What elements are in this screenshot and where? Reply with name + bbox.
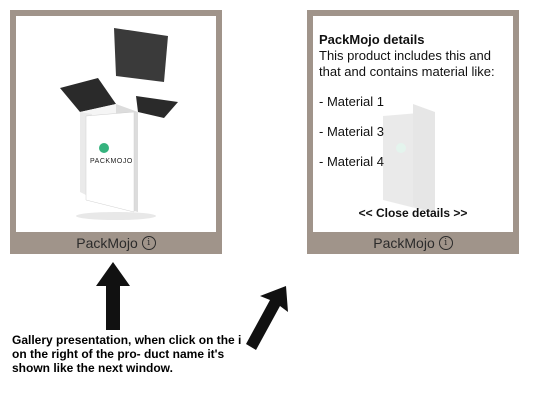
logo-icon	[99, 143, 109, 153]
product-name-row: PackMojo i	[307, 232, 519, 254]
product-box-image	[60, 28, 178, 220]
caption-text: Gallery presentation, when click on the …	[12, 333, 242, 375]
gallery-card-right-details: PackMojo details This product includes t…	[307, 10, 519, 254]
arrow-diagonal-icon	[246, 286, 288, 350]
arrow-up-icon	[96, 262, 130, 330]
details-title: PackMojo details	[319, 32, 425, 47]
info-circle-icon[interactable]: i	[141, 236, 156, 250]
faded-product-image	[383, 104, 435, 212]
product-name: PackMojo	[373, 235, 435, 251]
material-item: - Material 3	[319, 124, 385, 139]
info-circle-icon[interactable]: i	[438, 236, 453, 250]
product-image-area: PACKMOJO	[16, 16, 216, 232]
gallery-card-left[interactable]: PACKMOJO PackMojo i	[10, 10, 222, 254]
material-item: - Material 4	[319, 154, 385, 169]
details-panel: PackMojo details This product includes t…	[313, 16, 513, 232]
material-item: - Material 1	[319, 94, 385, 109]
close-details-link[interactable]: << Close details >>	[358, 206, 468, 220]
details-text: PackMojo details This product includes t…	[319, 32, 509, 170]
product-name-row: PackMojo i	[10, 232, 222, 254]
box-brand-text: PACKMOJO	[90, 158, 133, 165]
product-name: PackMojo	[76, 235, 138, 251]
details-intro: This product includes this and that and …	[319, 48, 495, 79]
